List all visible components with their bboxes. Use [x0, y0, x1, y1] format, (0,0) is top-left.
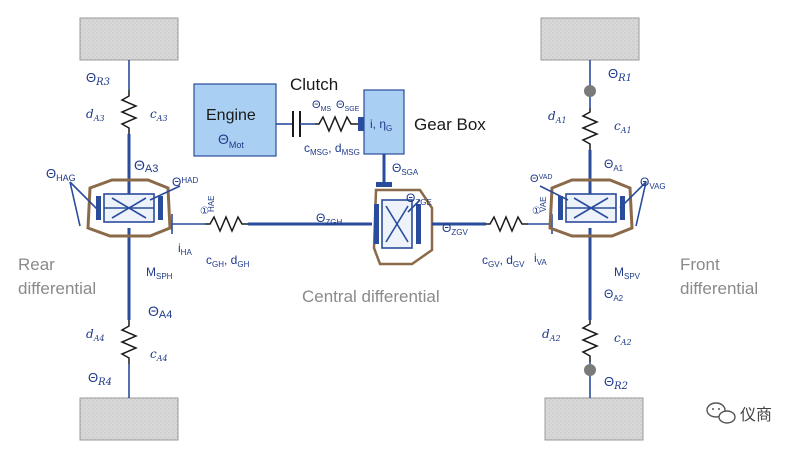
wheel-rear-bottom	[79, 397, 179, 441]
label-theta-r4: ΘR4	[88, 370, 112, 388]
hae-circle: ①	[200, 206, 209, 217]
watermark-text: 仪商	[740, 405, 772, 424]
hag-pointer-1	[69, 181, 99, 211]
front-diff-housing	[548, 178, 634, 238]
label-c-a2: cA2	[614, 331, 632, 347]
label-theta-had: ΘHAD	[172, 175, 198, 189]
label-i-va: iVA	[534, 251, 547, 267]
front-bottom-mass	[584, 364, 596, 376]
engine-block	[193, 83, 277, 157]
label-theta-a4: ΘA4	[148, 303, 172, 321]
label-d-a2: dA2	[542, 327, 561, 343]
central-diff-bar-left	[374, 204, 379, 244]
rear-diff-bar-right	[158, 196, 163, 220]
label-theta-hag: ΘHAG	[46, 166, 76, 183]
label-theta-zgv: ΘZGV	[442, 221, 468, 237]
label-d-a3: dA3	[86, 107, 105, 123]
spring-a2	[581, 320, 599, 362]
spring-a4	[120, 320, 138, 364]
wechat-icon	[706, 402, 736, 424]
front-diff-bar-left	[558, 196, 563, 220]
label-hae: ① HAE	[200, 196, 216, 217]
label-d-a4: dA4	[86, 327, 105, 343]
hag-pointer-2	[69, 181, 81, 227]
label-theta-a1: ΘA1	[604, 157, 624, 173]
rear-diff-label-2: differential	[18, 279, 96, 298]
label-c-msg-d-msg: cMSG, dMSG	[304, 141, 360, 157]
label-i-ha: iHA	[178, 241, 192, 257]
spring-msg	[315, 115, 358, 133]
label-theta-sga: ΘSGA	[392, 161, 419, 177]
central-diff-bar-right	[416, 204, 421, 244]
spring-gh	[205, 215, 248, 233]
label-theta-r1: ΘR1	[608, 66, 632, 84]
vad-pointer	[539, 185, 569, 201]
front-diff-label-1: Front	[680, 255, 720, 274]
watermark: 仪商	[706, 402, 772, 424]
spring-gv	[486, 215, 528, 233]
label-c-gv-d-gv: cGV, dGV	[482, 253, 525, 269]
label-theta-a2: ΘA2	[604, 287, 624, 303]
label-c-a4: cA4	[150, 347, 168, 363]
vag-pointer-2	[635, 181, 647, 227]
gearbox-input-flange	[358, 117, 364, 131]
gearbox-inner: i, ηG	[370, 117, 392, 133]
label-m-sph: MSPH	[146, 265, 173, 281]
label-theta-r3: ΘR3	[86, 70, 110, 88]
hae-text: HAE	[207, 196, 216, 212]
front-diff-cross-2	[573, 197, 609, 219]
label-theta-vad: ΘVAD	[530, 173, 552, 185]
label-theta-sge: ΘSGE	[336, 99, 360, 113]
engine-theta: ΘMot	[218, 131, 244, 150]
front-top-mass	[584, 85, 596, 97]
label-c-gh-d-gh: cGH, dGH	[206, 253, 250, 269]
label-theta-r2: ΘR2	[604, 374, 628, 392]
spring-a3	[120, 90, 138, 134]
label-theta-zge: ΘZGE	[406, 191, 432, 207]
engine-title: Engine	[206, 107, 256, 124]
wheel-front-top	[540, 17, 640, 61]
label-theta-ms: ΘMS	[312, 99, 331, 113]
label-c-a1: cA1	[614, 119, 632, 135]
vae-circle: ①	[532, 206, 541, 217]
rear-diff-housing	[86, 178, 172, 238]
rear-diff-cross-2	[111, 197, 147, 219]
label-theta-vag: ΘVAG	[640, 175, 666, 191]
vae-text: VAE	[539, 197, 548, 212]
label-theta-zgh: ΘZGH	[316, 211, 342, 227]
vag-pointer-1	[619, 181, 647, 209]
spring-a1	[581, 108, 599, 150]
central-diff-label: Central differential	[302, 287, 440, 306]
front-diff-label-2: differential	[680, 279, 758, 298]
label-theta-a3: ΘA3	[134, 157, 158, 175]
front-diff-bar-right	[620, 196, 625, 220]
rear-diff-label-1: Rear	[18, 255, 55, 274]
clutch-title: Clutch	[290, 75, 338, 94]
label-m-spv: MSPV	[614, 265, 641, 281]
central-diff-cross-2	[385, 205, 409, 243]
gearbox-title: Gear Box	[414, 115, 486, 134]
label-d-a1: dA1	[548, 109, 567, 125]
label-vae: ① VAE	[532, 197, 548, 217]
central-diff-top-flange	[376, 182, 392, 187]
zge-pointer	[407, 199, 421, 213]
had-pointer	[149, 185, 181, 201]
central-diff-housing	[372, 188, 434, 266]
wheel-front-bottom	[544, 397, 644, 441]
wheel-rear-top	[79, 17, 179, 61]
label-c-a3: cA3	[150, 107, 168, 123]
rear-diff-bar-left	[96, 196, 101, 220]
